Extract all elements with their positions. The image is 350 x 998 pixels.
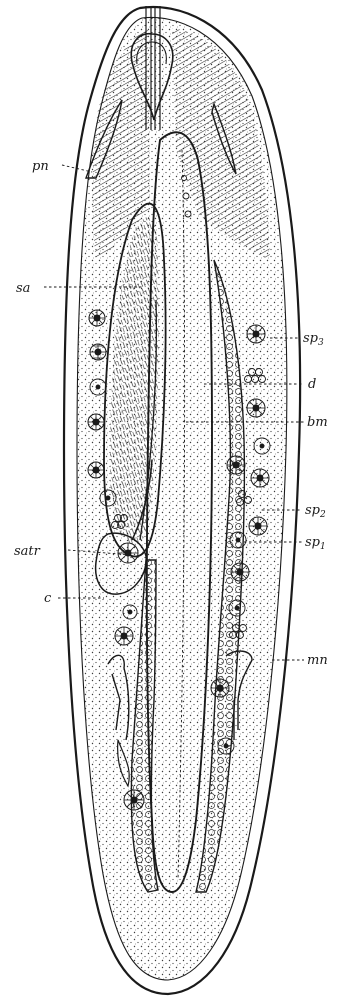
label-d: d [308, 377, 316, 392]
label-bm: bm [307, 415, 328, 430]
label-c: c [44, 591, 52, 606]
label-sp2: sp2 [305, 503, 326, 520]
label-sp3: sp3 [303, 331, 324, 348]
label-satr: satr [14, 544, 41, 559]
label-pn: pn [32, 159, 49, 174]
label-sp1: sp1 [305, 535, 326, 552]
label-sa: sa [16, 281, 30, 296]
label-mn: mn [307, 653, 328, 668]
